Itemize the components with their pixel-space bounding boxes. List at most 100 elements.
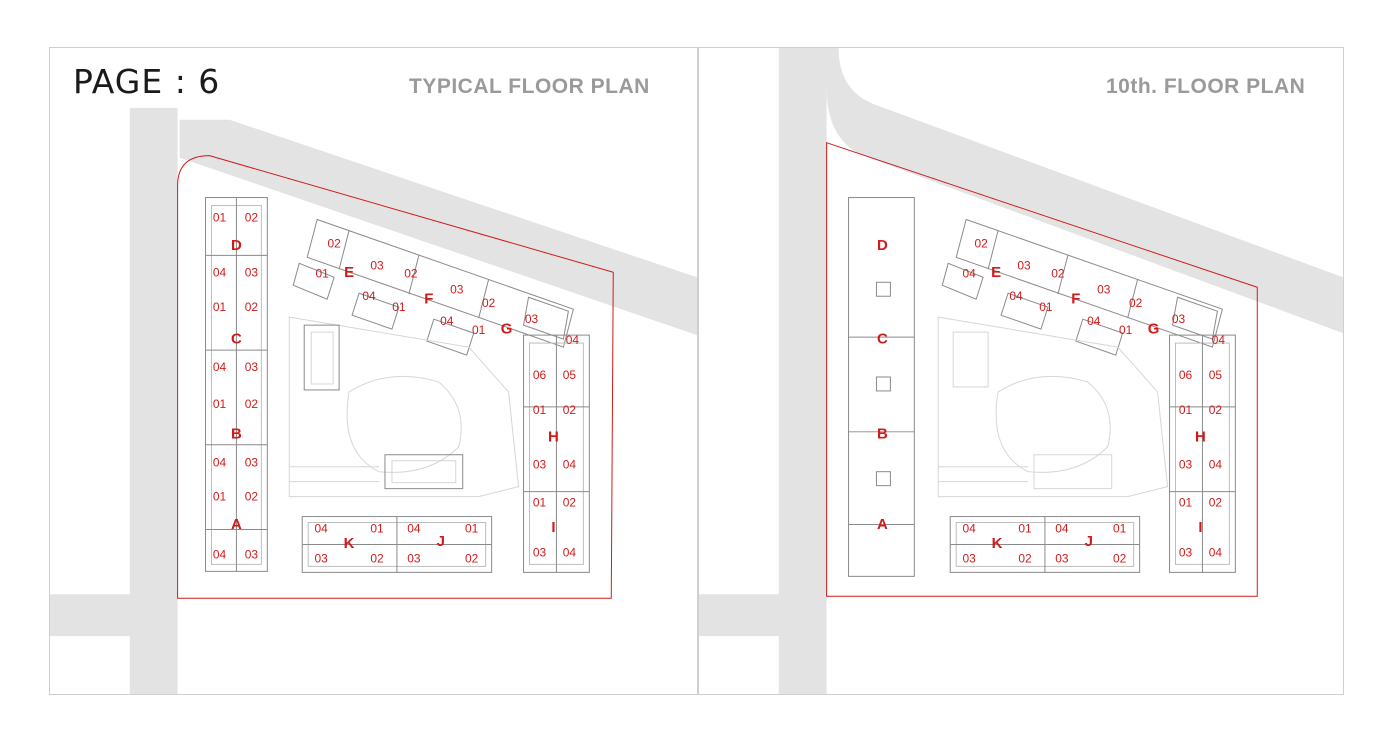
block-label-e: E — [344, 264, 354, 281]
block-label-c: C — [877, 331, 888, 348]
blocks-k-j-row — [301, 516, 493, 573]
unit-label: 04 — [1087, 314, 1101, 328]
unit-label: 02 — [1129, 296, 1143, 310]
unit-label: 03 — [1097, 282, 1111, 296]
unit-label: 01 — [213, 490, 227, 504]
block-label-d: D — [877, 237, 888, 254]
unit-label: 04 — [1209, 545, 1223, 559]
unit-label: 04 — [563, 458, 577, 472]
unit-label: 04 — [440, 314, 454, 328]
unit-label: 01 — [213, 397, 227, 411]
typical-floor-plan-drawing: D C B A E F G H I J K 01 02 04 03 01 02 … — [50, 107, 697, 694]
unit-label: 03 — [407, 551, 421, 565]
unit-label: 02 — [245, 300, 259, 314]
tenth-floor-plan-title: 10th. FLOOR PLAN — [1106, 75, 1306, 98]
unit-label: 06 — [1179, 368, 1193, 382]
unit-label: 01 — [1039, 300, 1053, 314]
block-label-j: J — [1085, 533, 1093, 550]
block-label-a: A — [877, 516, 888, 533]
unit-label: 01 — [392, 300, 406, 314]
unit-label: 01 — [213, 210, 227, 224]
unit-label: 03 — [1017, 258, 1031, 272]
unit-label: 03 — [1179, 458, 1193, 472]
page-number-label: PAGE : 6 — [73, 62, 221, 101]
road-vertical — [699, 48, 827, 694]
unit-label: 04 — [1212, 333, 1226, 347]
unit-label: 01 — [472, 323, 486, 337]
unit-label: 02 — [1209, 403, 1223, 417]
unit-label: 04 — [213, 360, 227, 374]
block-label-b: B — [877, 425, 888, 442]
unit-label: 01 — [213, 300, 227, 314]
block-label-f: F — [1071, 291, 1080, 308]
unit-label: 01 — [1113, 522, 1127, 536]
unit-label: 03 — [963, 551, 977, 565]
unit-label: 03 — [315, 551, 329, 565]
block-label-k: K — [992, 535, 1003, 552]
unit-label: 03 — [1179, 545, 1193, 559]
site-boundary — [177, 155, 614, 599]
unit-label: 01 — [465, 522, 479, 536]
unit-label: 01 — [1179, 403, 1193, 417]
unit-label: 02 — [404, 266, 418, 280]
unit-label: 02 — [1051, 266, 1065, 280]
unit-label: 02 — [245, 397, 259, 411]
unit-label: 02 — [370, 551, 384, 565]
unit-label: 04 — [963, 266, 977, 280]
unit-label: 04 — [563, 545, 577, 559]
unit-label: 01 — [533, 403, 547, 417]
unit-label: 04 — [407, 522, 421, 536]
unit-label: 01 — [370, 522, 384, 536]
unit-label: 04 — [566, 333, 580, 347]
unit-label: 03 — [525, 312, 539, 326]
central-courtyard — [288, 316, 520, 498]
block-label-j: J — [437, 533, 445, 550]
unit-label: 04 — [1209, 458, 1223, 472]
unit-label: 04 — [1009, 289, 1023, 303]
tenth-floor-plan-panel: D C B A E F G H I J K 02 04 03 04 02 01 … — [698, 47, 1344, 695]
unit-label: 01 — [1119, 323, 1133, 337]
unit-label: 04 — [213, 456, 227, 470]
blocks-a-d-column — [848, 197, 915, 577]
block-label-a: A — [231, 516, 242, 533]
typical-floor-plan-title: TYPICAL FLOOR PLAN — [409, 75, 650, 98]
unit-label: 01 — [1179, 496, 1193, 510]
block-label-i: I — [1198, 519, 1202, 536]
unit-label: 02 — [327, 236, 341, 250]
unit-label: 04 — [1055, 522, 1069, 536]
unit-label: 03 — [245, 547, 259, 561]
block-label-d: D — [231, 237, 242, 254]
unit-label: 04 — [213, 547, 227, 561]
unit-label: 04 — [963, 522, 977, 536]
unit-label: 02 — [245, 210, 259, 224]
block-label-h: H — [548, 428, 559, 445]
block-label-g: G — [1148, 321, 1160, 338]
unit-label: 01 — [533, 496, 547, 510]
unit-label: 02 — [563, 496, 577, 510]
blocks-e-g-wing — [941, 218, 1223, 356]
unit-label: 03 — [1055, 551, 1069, 565]
unit-label: 02 — [1113, 551, 1127, 565]
unit-label: 06 — [533, 368, 547, 382]
typical-floor-plan-panel: D C B A E F G H I J K 01 02 04 03 01 02 … — [49, 47, 698, 695]
unit-label: 02 — [465, 551, 479, 565]
blocks-h-i-column — [1169, 334, 1236, 573]
block-label-e: E — [991, 264, 1001, 281]
blocks-k-j-row — [949, 516, 1141, 573]
unit-label: 02 — [563, 403, 577, 417]
blocks-e-g-wing — [292, 218, 574, 356]
unit-label: 05 — [563, 368, 577, 382]
central-courtyard — [937, 316, 1169, 498]
unit-label: 04 — [213, 265, 227, 279]
unit-label: 04 — [315, 522, 329, 536]
unit-label: 03 — [1172, 312, 1186, 326]
unit-label: 05 — [1209, 368, 1223, 382]
road-vertical — [50, 107, 178, 694]
block-label-g: G — [501, 321, 513, 338]
unit-label: 03 — [245, 360, 259, 374]
unit-label: 01 — [316, 266, 330, 280]
road-diagonal — [179, 119, 697, 336]
unit-label: 03 — [245, 265, 259, 279]
block-label-f: F — [424, 291, 433, 308]
unit-label: 01 — [1018, 522, 1032, 536]
